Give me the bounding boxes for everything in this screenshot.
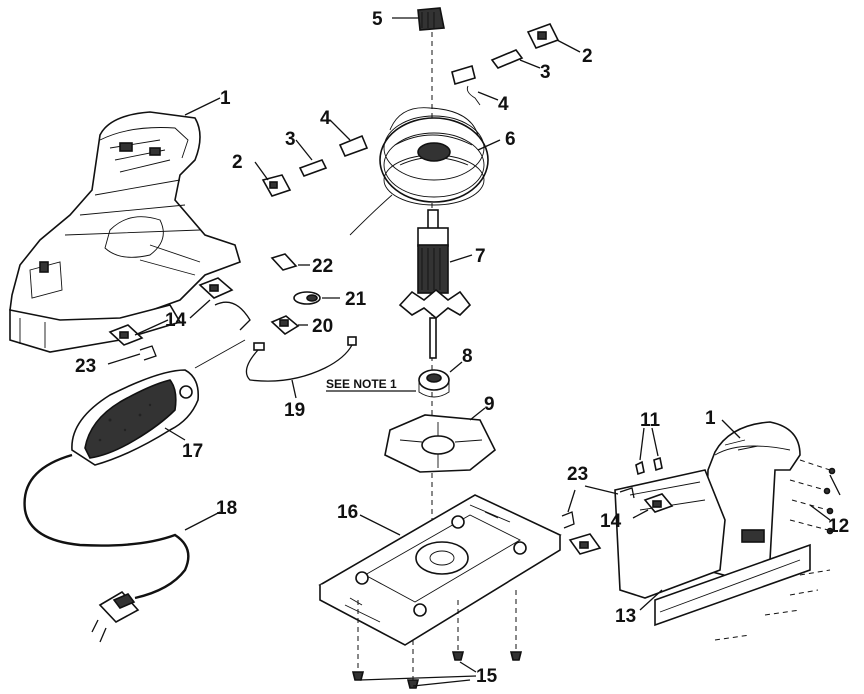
- spring-clips-part-23-right: [561, 487, 635, 529]
- callout-19: 19: [284, 400, 305, 421]
- callout-12: 12: [828, 516, 849, 537]
- callout-6: 6: [505, 129, 516, 150]
- base-plate-part-16: [318, 494, 562, 646]
- callout-21: 21: [345, 289, 367, 310]
- brush-holder-left: [261, 174, 292, 197]
- left-housing-half: [9, 111, 241, 353]
- switch-pads-part-14-left: [108, 277, 234, 346]
- callout-1-right: 1: [705, 408, 716, 429]
- switch-part-20: [270, 315, 300, 335]
- bearing-part-8: [418, 369, 450, 398]
- brush-holder-right: [526, 23, 560, 49]
- callout-8: 8: [462, 346, 473, 367]
- callout-14-right: 14: [600, 511, 622, 532]
- callout-2-right: 2: [582, 46, 593, 67]
- callout-2-left: 2: [232, 152, 243, 173]
- field-coil-part-6: [349, 107, 489, 236]
- callout-4-right: 4: [498, 94, 509, 115]
- callout-18: 18: [216, 498, 237, 519]
- callout-4-left: 4: [320, 108, 331, 129]
- callout-1-left: 1: [220, 88, 231, 109]
- brush-left: [298, 159, 328, 177]
- switch-pads-part-14-right: [568, 493, 674, 555]
- callout-11: 11: [640, 410, 661, 431]
- callout-20: 20: [312, 316, 333, 337]
- screws-part-15: [351, 590, 523, 689]
- callout-3-left: 3: [285, 129, 296, 150]
- fan-gear-part-5: [417, 7, 445, 31]
- callout-22: 22: [312, 256, 333, 277]
- callout-23-right: 23: [567, 464, 588, 485]
- clip-part-22: [270, 253, 298, 271]
- power-cord-part-18: [23, 453, 190, 643]
- callout-3-right: 3: [540, 62, 551, 83]
- callout-13: 13: [615, 606, 636, 627]
- switch-handle-part-17: [71, 339, 246, 466]
- brush-right: [490, 49, 524, 69]
- callout-14-left: 14: [165, 310, 187, 331]
- callout-23-left: 23: [75, 356, 96, 377]
- callout-7: 7: [475, 246, 486, 267]
- callout-9: 9: [484, 394, 495, 415]
- right-housing-assembly: [614, 421, 811, 627]
- pad-retainer-part-9: [384, 414, 497, 473]
- brush-cap-right: [451, 64, 481, 106]
- brush-cap-left: [338, 134, 369, 158]
- callout-17: 17: [182, 441, 203, 462]
- armature-part-7: [398, 209, 472, 359]
- see-note-1-label: SEE NOTE 1: [326, 377, 397, 391]
- switch-cover-part-21: [293, 291, 321, 305]
- callout-15: 15: [476, 666, 498, 687]
- wire-lead-part-19: [245, 336, 357, 382]
- spring-clip-part-23-left: [139, 301, 251, 361]
- leader-line: [184, 97, 221, 116]
- callout-5: 5: [372, 9, 383, 30]
- pins-part-11: [635, 456, 663, 476]
- callout-16: 16: [337, 502, 358, 523]
